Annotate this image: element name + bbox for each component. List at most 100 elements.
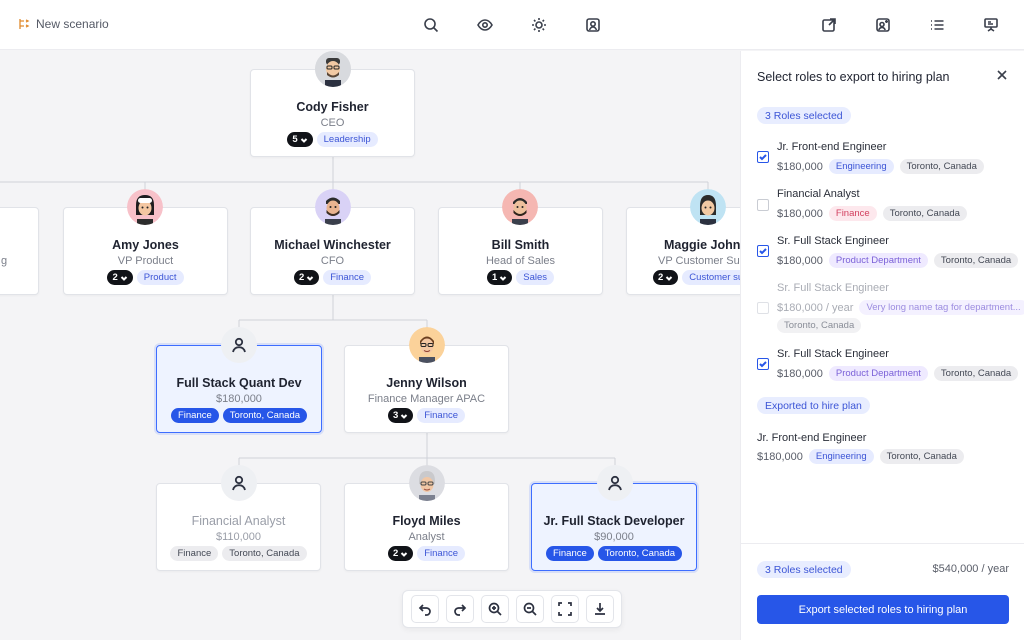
card-title: Finance Manager APAC xyxy=(367,393,486,405)
download-icon xyxy=(594,603,605,615)
role-name: Sr. Full Stack Engineer xyxy=(777,348,889,360)
role-name: Sr. Full Stack Engineer xyxy=(777,235,889,247)
card-name: Amy Jones xyxy=(112,238,179,252)
reports-count-toggle[interactable]: 5 xyxy=(287,132,313,147)
export-button[interactable]: Export selected roles to hiring plan xyxy=(757,595,1009,624)
card-salary: $110,000 xyxy=(215,531,262,543)
preview-button[interactable] xyxy=(475,15,495,35)
panel-title: Select roles to export to hiring plan xyxy=(757,70,950,84)
check-icon xyxy=(759,154,767,161)
scenario-icon xyxy=(19,19,30,29)
location-tag: Toronto, Canada xyxy=(882,206,967,221)
role-checkbox[interactable] xyxy=(757,151,769,163)
department-tag: Sales xyxy=(516,270,555,285)
avatar-floyd xyxy=(409,465,445,501)
add-user-button[interactable] xyxy=(873,15,893,35)
card-title: CFO xyxy=(320,255,345,267)
exported-role-salary: $180,000 xyxy=(757,450,803,463)
card-name: Michael Winchester xyxy=(274,238,391,252)
undo-icon xyxy=(418,604,431,616)
role-salary: $180,000 / year xyxy=(777,301,854,314)
role-salary: $180,000 xyxy=(777,367,823,380)
search-icon xyxy=(424,18,439,33)
user-plus-icon xyxy=(876,18,890,32)
reports-count-toggle[interactable]: 2 xyxy=(653,270,679,285)
role-checkbox[interactable] xyxy=(757,199,769,211)
footer-roles-selected-pill: 3 Roles selected xyxy=(757,561,851,578)
search-button[interactable] xyxy=(421,15,441,35)
exported-role-name: Jr. Front-end Engineer xyxy=(757,432,867,444)
zoom-in-button[interactable] xyxy=(480,595,509,623)
location-tag: Toronto, Canada xyxy=(933,253,1019,268)
avatar-cody xyxy=(315,51,351,87)
redo-icon xyxy=(453,604,466,616)
card-name: Cody Fisher xyxy=(296,100,369,114)
org-card-edge[interactable]: g xyxy=(0,207,39,295)
eye-icon xyxy=(477,19,493,31)
chevron-down-icon xyxy=(120,275,127,281)
profile-card-button[interactable] xyxy=(583,15,603,35)
role-item[interactable]: Sr. Full Stack Engineer $180,000 Product… xyxy=(757,235,1021,275)
fit-screen-icon xyxy=(557,602,572,616)
role-checkbox[interactable] xyxy=(757,245,769,257)
zoom-out-icon xyxy=(523,602,537,616)
close-panel-button[interactable] xyxy=(995,68,1009,82)
total-cost: $540,000 / year xyxy=(932,563,1009,575)
department-tag: Finance xyxy=(323,270,372,285)
check-icon xyxy=(759,361,767,368)
card-title: g xyxy=(1,255,8,267)
scenario-selector[interactable]: New scenario xyxy=(18,17,109,31)
check-icon xyxy=(759,248,767,255)
fit-screen-button[interactable] xyxy=(550,595,579,623)
avatar-image xyxy=(315,189,351,225)
location-tag: Toronto, Canada xyxy=(933,366,1019,381)
reports-count-toggle[interactable]: 2 xyxy=(387,546,414,561)
reports-count-toggle[interactable]: 3 xyxy=(387,408,414,423)
role-item[interactable]: Sr. Full Stack Engineer $180,000 Product… xyxy=(757,348,1021,388)
location-tag: Toronto, Canada xyxy=(899,159,984,174)
reports-count-toggle[interactable]: 2 xyxy=(107,270,133,285)
org-card-michael[interactable]: Michael Winchester CFO 2 Finance xyxy=(250,207,415,295)
user-card-icon xyxy=(586,18,600,32)
list-view-button[interactable] xyxy=(927,15,947,35)
avatar-placeholder-fsqd xyxy=(221,327,257,363)
chevron-down-icon xyxy=(666,275,673,281)
card-name: Floyd Miles xyxy=(392,514,461,528)
org-chart-canvas[interactable]: Cody Fisher CEO 5 Leadership g Amy Jones… xyxy=(0,51,740,640)
redo-button[interactable] xyxy=(445,595,474,623)
user-icon xyxy=(232,475,246,491)
panel-footer: 3 Roles selected $540,000 / year Export … xyxy=(741,543,1024,640)
reports-count-toggle[interactable]: 1 xyxy=(486,270,513,285)
card-name: Full Stack Quant Dev xyxy=(176,376,302,390)
share-button[interactable] xyxy=(819,15,839,35)
department-tag: Finance xyxy=(417,546,466,561)
present-button[interactable] xyxy=(981,15,1001,35)
card-name: Jenny Wilson xyxy=(386,376,467,390)
exported-pill: Exported to hire plan xyxy=(757,397,870,414)
org-chart-connectors xyxy=(0,157,709,471)
role-item[interactable]: Jr. Front-end Engineer $180,000 Engineer… xyxy=(757,141,1021,181)
department-tag: Very long name tag for department... xyxy=(859,300,1024,315)
zoom-out-button[interactable] xyxy=(515,595,544,623)
download-button[interactable] xyxy=(585,595,614,623)
org-card-maggie[interactable]: Maggie Johns VP Customer Sup 2 Customer … xyxy=(626,207,740,295)
department-tag: Product Department xyxy=(828,366,928,381)
department-tag: Product Department xyxy=(828,253,928,268)
role-checkbox[interactable] xyxy=(757,358,769,370)
undo-button[interactable] xyxy=(410,595,439,623)
location-tag: Toronto, Canada xyxy=(777,318,862,333)
user-icon xyxy=(232,337,246,353)
reports-count-toggle[interactable]: 2 xyxy=(293,270,320,285)
avatar-image xyxy=(409,327,445,363)
role-item[interactable]: Financial Analyst $180,000 Finance Toron… xyxy=(757,188,1021,228)
role-checkbox xyxy=(757,302,769,314)
canvas-toolbar xyxy=(402,590,622,628)
close-icon xyxy=(997,70,1007,80)
theme-button[interactable] xyxy=(529,15,549,35)
avatar-michael xyxy=(315,189,351,225)
list-icon xyxy=(931,20,944,30)
role-name: Sr. Full Stack Engineer xyxy=(777,282,889,294)
card-title: Analyst xyxy=(408,531,445,543)
card-title: Head of Sales xyxy=(485,255,556,267)
card-name: Maggie Johns xyxy=(664,238,740,252)
